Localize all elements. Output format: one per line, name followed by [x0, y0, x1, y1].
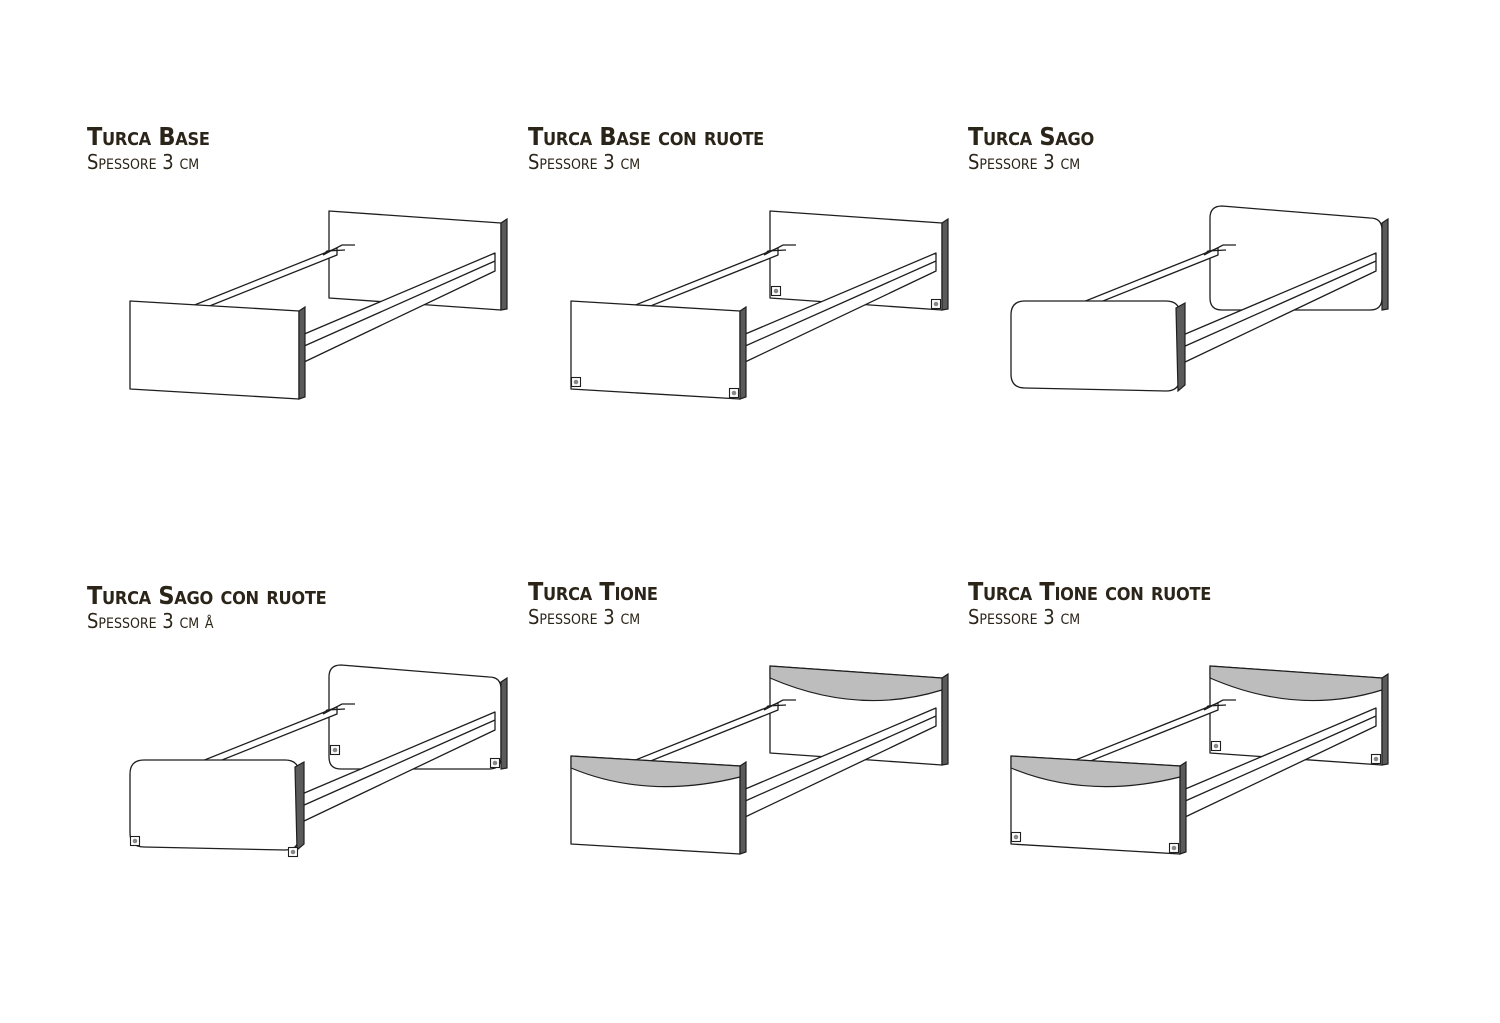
front-footboard-band	[570, 755, 741, 788]
product-turca-sago-con-ruote: Turca Sago con ruote Spessore 3 cm å	[87, 582, 527, 912]
front-footboard-panel	[1010, 300, 1181, 392]
wheel-hub-icon	[1373, 756, 1379, 762]
bed-frame-drawing	[570, 210, 949, 400]
wheel-hub-icon	[290, 849, 296, 855]
wheel-hub-icon	[773, 288, 779, 294]
product-turca-sago: Turca Sago Spessore 3 cm	[968, 123, 1408, 453]
rail-bracket-icon	[1203, 244, 1236, 256]
product-subtitle: Spessore 3 cm	[528, 150, 641, 174]
product-title: Turca Sago con ruote	[87, 581, 327, 610]
front-footboard-panel	[129, 759, 300, 851]
back-headboard-edge	[500, 676, 508, 770]
front-rail-edge-line	[742, 715, 937, 803]
back-headboard-band	[769, 665, 943, 702]
rear-side-rail	[1067, 702, 1219, 771]
product-turca-base-con-ruote: Turca Base con ruote Spessore 3 cm	[528, 123, 968, 453]
product-subtitle: Spessore 3 cm å	[87, 609, 214, 633]
front-footboard-band	[1010, 755, 1181, 788]
wheel-hub-icon	[731, 390, 737, 396]
front-footboard-edge	[298, 305, 306, 400]
bed-frame-drawing	[129, 664, 508, 858]
front-footboard-edge	[294, 760, 305, 852]
rail-bracket-icon	[763, 244, 796, 256]
rail-bracket-icon	[763, 699, 796, 711]
front-footboard-panel	[129, 300, 300, 400]
wheel-hub-icon	[933, 301, 939, 307]
rear-side-rail	[627, 702, 779, 771]
rear-side-rail	[627, 247, 779, 316]
rail-bracket-icon	[322, 703, 355, 715]
product-turca-tione: Turca Tione Spessore 3 cm	[528, 578, 968, 908]
wheel-hub-icon	[573, 379, 579, 385]
wheel-hub-icon	[492, 760, 498, 766]
back-headboard-edge	[500, 217, 508, 311]
product-turca-tione-con-ruote: Turca Tione con ruote Spessore 3 cm	[968, 578, 1408, 908]
front-footboard-edge	[739, 305, 747, 400]
front-footboard-edge	[739, 760, 747, 855]
back-headboard-edge	[941, 217, 949, 311]
front-footboard-panel	[570, 300, 741, 400]
product-title: Turca Base	[87, 122, 210, 151]
product-subtitle: Spessore 3 cm	[968, 605, 1081, 629]
front-footboard-edge	[1179, 760, 1187, 855]
product-title: Turca Tione con ruote	[968, 577, 1211, 606]
product-title: Turca Tione	[528, 577, 658, 606]
back-headboard-edge	[1381, 672, 1389, 766]
back-headboard-band	[1209, 665, 1383, 702]
front-footboard-edge	[1175, 301, 1186, 393]
front-rail-edge-line	[742, 260, 937, 348]
bed-frame-drawing	[1010, 665, 1389, 855]
wheel-hub-icon	[332, 747, 338, 753]
wheel-hub-icon	[1013, 834, 1019, 840]
bed-frame-drawing	[570, 665, 949, 855]
front-rail-edge-line	[301, 719, 496, 807]
wheel-hub-icon	[132, 838, 138, 844]
product-subtitle: Spessore 3 cm	[87, 150, 200, 174]
bed-frame-drawing	[1010, 205, 1389, 393]
product-subtitle: Spessore 3 cm	[968, 150, 1081, 174]
rail-bracket-icon	[1203, 699, 1236, 711]
product-turca-base: Turca Base Spessore 3 cm	[87, 123, 527, 453]
bed-frame-drawing	[129, 210, 508, 400]
wheel-hub-icon	[1171, 845, 1177, 851]
back-headboard-edge	[1381, 217, 1389, 311]
rear-side-rail	[186, 247, 338, 316]
back-headboard-edge	[941, 672, 949, 766]
front-rail-edge-line	[301, 260, 496, 348]
rail-bracket-icon	[322, 244, 355, 256]
product-title: Turca Sago	[968, 122, 1094, 151]
product-title: Turca Base con ruote	[528, 122, 764, 151]
front-rail-edge-line	[1182, 260, 1377, 348]
product-subtitle: Spessore 3 cm	[528, 605, 641, 629]
wheel-hub-icon	[1213, 743, 1219, 749]
front-rail-edge-line	[1182, 715, 1377, 803]
